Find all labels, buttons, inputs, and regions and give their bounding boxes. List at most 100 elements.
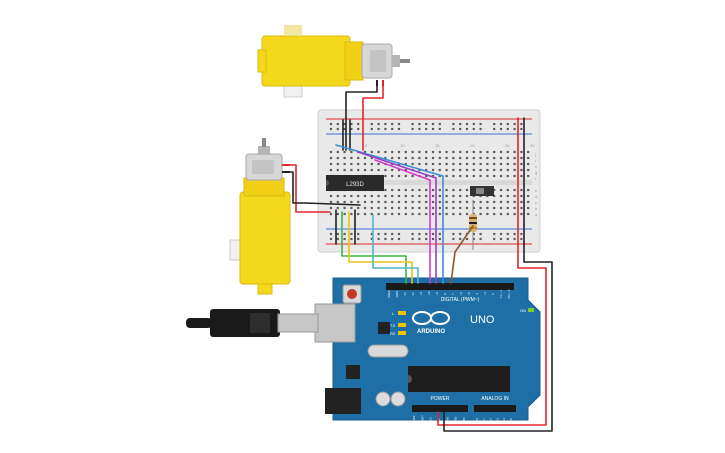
breadboard-hole [452,127,455,131]
pin-label: A4 [502,418,506,422]
breadboard-row-letters: j i h g f e d c b a [534,152,538,217]
breadboard-hole [397,156,401,160]
breadboard-hole [465,174,469,178]
breadboard-hole [336,122,339,126]
breadboard-hole [336,206,339,210]
breadboard-hole [357,156,360,160]
pin-label: A2 [489,418,493,422]
wire-black [443,243,553,432]
breadboard-hole [343,237,346,241]
breadboard-hole [425,174,428,178]
breadboard-hole [329,237,333,241]
breadboard-hole [445,200,448,204]
breadboard-hole [506,212,509,216]
breadboard-hole [384,212,387,216]
breadboard-hole [472,237,475,241]
breadboard-hole [350,212,353,216]
breadboard-hole [425,206,428,210]
breadboard-hole [465,188,469,192]
breadboard-hole [431,194,435,198]
breadboard-hole [363,194,367,198]
breadboard-hole [431,150,435,154]
breadboard-hole [465,150,469,154]
breadboard-hole [499,188,503,192]
breadboard-hole [384,232,387,236]
breadboard-hole [363,162,367,166]
breadboard-hole [506,168,509,172]
breadboard-hole [452,168,455,172]
breadboard-hole [357,232,360,236]
breadboard-hole [520,122,523,126]
breadboard-hole [425,212,428,216]
breadboard-hole [445,206,448,210]
breadboard-hole [411,232,414,236]
pin-label: RESET [420,415,424,425]
reset-button [347,289,357,299]
breadboard-hole [479,232,482,236]
breadboard-hole [377,150,380,154]
breadboard-hole [370,232,373,236]
breadboard-hole [479,168,482,172]
breadboard-hole [391,174,394,178]
breadboard-hole [459,206,462,210]
led-label: RX [390,331,396,336]
breadboard-hole [418,162,421,166]
breadboard-hole [493,232,496,236]
breadboard-hole [391,168,394,172]
wire-magenta [374,159,431,284]
pin-label: A3 [495,418,499,422]
breadboard-hole [377,232,380,236]
breadboard-hole [329,200,333,204]
wire-black [345,85,378,151]
breadboard-hole [418,206,421,210]
breadboard-hole [431,162,435,166]
breadboard-hole [431,174,435,178]
breadboard-hole [397,168,401,172]
breadboard-hole [527,150,530,154]
arduino-logo: ARDUINO [412,311,450,335]
analog-header-label: ANALOG IN [481,396,509,402]
breadboard-hole [336,232,339,236]
breadboard-hole [499,156,503,160]
breadboard-hole [493,188,496,192]
breadboard-hole [499,232,503,236]
breadboard-hole [479,156,482,160]
breadboard-hole [520,212,523,216]
breadboard-hole [520,156,523,160]
pin-label: GND [454,416,458,424]
breadboard-hole [499,194,503,198]
breadboard-hole [357,206,360,210]
pin-label: ~11 [419,291,423,296]
breadboard-hole [438,188,441,192]
motor-driver-chip: L293D [326,175,384,191]
column-number: 15 [435,143,440,148]
breadboard-hole [397,127,401,131]
brand-label: ARDUINO [417,329,445,335]
breadboard-hole [418,122,421,126]
breadboard-hole [479,122,482,126]
breadboard-hole [411,150,414,154]
breadboard-hole [479,174,482,178]
pin-label: GND [445,416,449,424]
breadboard-hole [431,237,435,241]
breadboard-hole [506,232,509,236]
model-label: UNO [470,314,495,326]
power-header-label: POWER [431,396,450,402]
breadboard-hole [397,206,401,210]
breadboard-hole [418,168,421,172]
breadboard-hole [479,150,482,154]
breadboard-hole [438,162,441,166]
breadboard-hole [411,194,414,198]
breadboard-hole [452,206,455,210]
pin-label: VIN [462,417,466,422]
breadboard-hole [357,162,360,166]
pin-label: 2 [491,293,495,295]
breadboard-hole [445,150,448,154]
breadboard-hole [472,122,475,126]
breadboard-hole [486,206,489,210]
breadboard-hole [479,237,482,241]
breadboard-hole [350,237,353,241]
breadboard-hole [391,232,394,236]
breadboard-hole [431,127,435,131]
breadboard-hole [384,200,387,204]
